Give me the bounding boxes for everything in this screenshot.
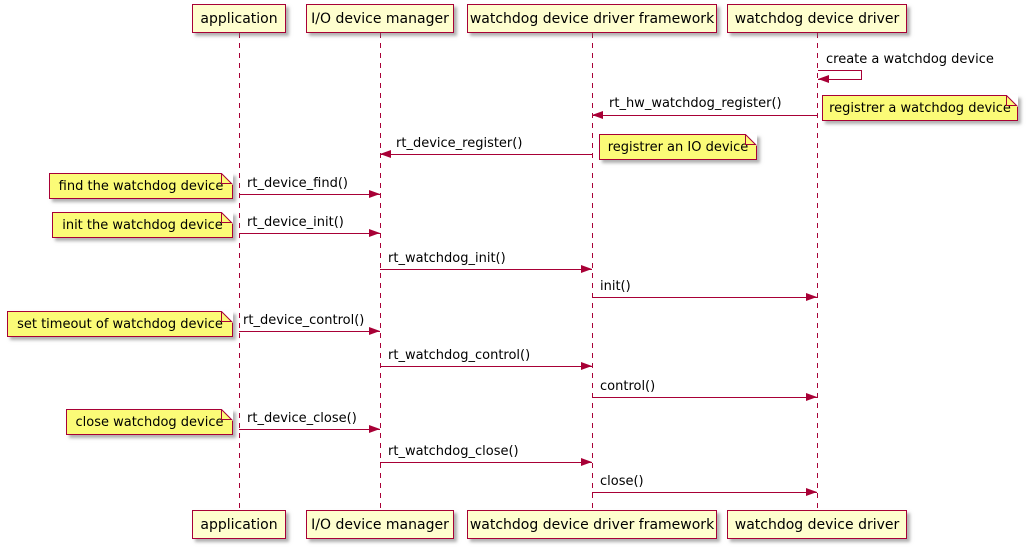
lifeline-watchdog-driver — [817, 33, 818, 510]
message-label: rt_watchdog_control() — [388, 348, 531, 363]
arrowhead-right-icon — [581, 362, 592, 370]
self-message-line — [818, 70, 862, 71]
message-line — [380, 269, 592, 270]
participant-label: watchdog device driver — [734, 516, 900, 533]
self-message-line — [861, 70, 862, 80]
participant-watchdog-driver-bottom: watchdog device driver — [727, 510, 907, 539]
message-line — [592, 492, 817, 493]
arrowhead-left-icon — [818, 75, 829, 83]
participant-io-device-manager-top: I/O device manager — [306, 4, 454, 33]
participant-label: watchdog device driver framework — [469, 10, 715, 27]
message-line — [239, 194, 380, 195]
message-label: rt_device_control() — [243, 313, 365, 328]
note-fold-icon — [1006, 95, 1018, 107]
arrowhead-right-icon — [581, 458, 592, 466]
note-label: set timeout of watchdog device — [17, 316, 223, 332]
self-message-line — [818, 79, 862, 80]
message-label: rt_device_register() — [396, 136, 523, 151]
arrowhead-right-icon — [369, 327, 380, 335]
arrowhead-right-icon — [806, 488, 817, 496]
participant-watchdog-driver-top: watchdog device driver — [727, 4, 907, 33]
arrowhead-right-icon — [806, 293, 817, 301]
arrowhead-left-icon — [592, 111, 603, 119]
lifeline-application — [239, 33, 240, 510]
participant-label: application — [200, 10, 278, 27]
message-line — [239, 331, 380, 332]
lifeline-watchdog-framework — [592, 33, 593, 510]
message-label: rt_watchdog_close() — [388, 444, 519, 459]
message-label: rt_device_close() — [247, 411, 357, 426]
note: set timeout of watchdog device — [7, 311, 233, 337]
participant-label: I/O device manager — [311, 516, 449, 533]
message-label: close() — [600, 474, 644, 489]
message-line — [380, 154, 592, 155]
participant-label: watchdog device driver — [734, 10, 900, 27]
message-line — [592, 297, 817, 298]
note-fold-icon — [221, 311, 233, 323]
arrowhead-right-icon — [369, 425, 380, 433]
message-label: rt_device_find() — [247, 176, 348, 191]
message-label: init() — [600, 279, 631, 294]
arrowhead-right-icon — [806, 393, 817, 401]
message-label: create a watchdog device — [826, 52, 994, 67]
note: init the watchdog device — [52, 212, 233, 238]
note-fold-icon — [745, 134, 757, 146]
participant-label: watchdog device driver framework — [469, 516, 715, 533]
participant-application-top: application — [192, 4, 286, 33]
note-fold-icon — [221, 173, 233, 185]
note: registrer an IO device — [599, 134, 757, 160]
note-label: registrer a watchdog device — [829, 100, 1011, 116]
note: find the watchdog device — [49, 173, 233, 199]
participant-label: I/O device manager — [311, 10, 449, 27]
message-line — [380, 366, 592, 367]
message-label: rt_hw_watchdog_register() — [609, 96, 782, 111]
message-label: rt_watchdog_init() — [388, 251, 506, 266]
arrowhead-right-icon — [369, 229, 380, 237]
message-line — [592, 397, 817, 398]
note-fold-icon — [221, 409, 233, 421]
participant-application-bottom: application — [192, 510, 286, 539]
note-label: init the watchdog device — [62, 217, 223, 233]
note: close watchdog device — [66, 409, 233, 435]
arrowhead-right-icon — [369, 190, 380, 198]
message-line — [239, 233, 380, 234]
participant-watchdog-framework-top: watchdog device driver framework — [467, 4, 717, 33]
note-label: find the watchdog device — [58, 178, 224, 194]
arrowhead-left-icon — [380, 150, 391, 158]
note-fold-icon — [221, 212, 233, 224]
arrowhead-right-icon — [581, 265, 592, 273]
participant-label: application — [200, 516, 278, 533]
note-label: close watchdog device — [75, 414, 224, 430]
message-label: rt_device_init() — [247, 215, 344, 230]
participant-watchdog-framework-bottom: watchdog device driver framework — [467, 510, 717, 539]
message-line — [380, 462, 592, 463]
note-label: registrer an IO device — [607, 139, 749, 155]
message-line — [239, 429, 380, 430]
participant-io-device-manager-bottom: I/O device manager — [306, 510, 454, 539]
message-label: control() — [600, 379, 656, 394]
message-line — [592, 115, 817, 116]
lifeline-io-device-manager — [380, 33, 381, 510]
note: registrer a watchdog device — [822, 95, 1018, 121]
